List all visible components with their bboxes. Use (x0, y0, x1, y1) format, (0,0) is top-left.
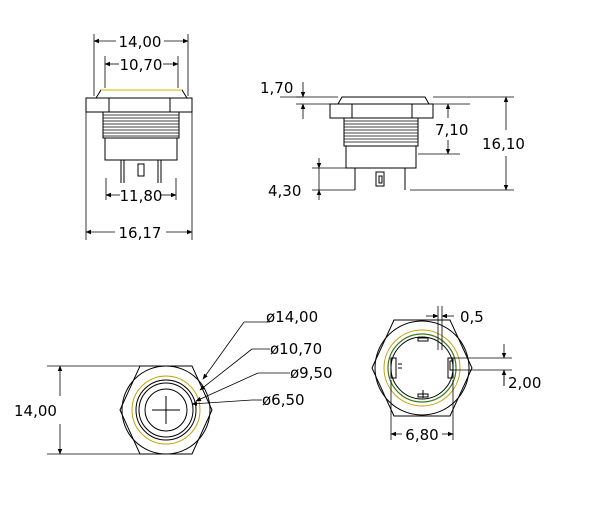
dim-top-width: 14,00 (119, 33, 162, 51)
dim-overall-width: 16,17 (119, 224, 162, 242)
dim-d1: ø14,00 (266, 308, 318, 326)
front-view: 14,00 10,70 11,80 (85, 33, 193, 242)
dim-pin-length: 4,30 (268, 182, 301, 200)
dim-offset: 0,5 (460, 308, 484, 326)
bottom-view: 0,5 2,00 6,80 (371, 306, 541, 444)
dim-hex-flats: 14,00 (14, 402, 57, 420)
side-view: 1,70 7,10 16,10 4,30 (260, 79, 525, 200)
dim-pin-span: 11,80 (120, 187, 163, 205)
dim-pin-height: 2,00 (508, 374, 541, 392)
top-view: 14,00 ø14,00 ø10,70 ø9,50 ø6,50 (14, 308, 333, 455)
dim-total-height: 16,10 (482, 135, 525, 153)
dim-pin-spacing: 6,80 (405, 426, 438, 444)
dim-d3: ø9,50 (290, 364, 333, 382)
dim-d2: ø10,70 (270, 340, 322, 358)
dim-thread-height: 7,10 (435, 121, 468, 139)
dim-second-width: 10,70 (120, 56, 163, 74)
dim-d4: ø6,50 (262, 391, 305, 409)
dim-flange-height: 1,70 (260, 79, 293, 97)
